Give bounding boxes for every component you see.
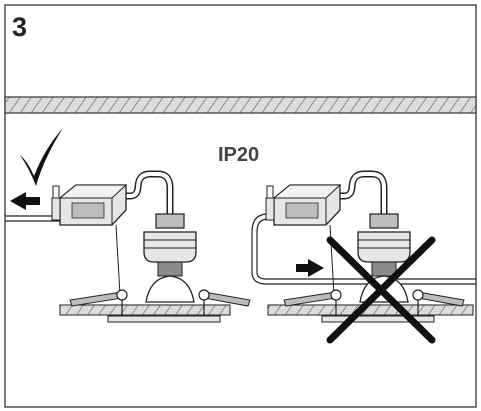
reflector-left	[145, 275, 195, 303]
step-number: 3	[12, 12, 28, 42]
checkmark-icon	[20, 128, 63, 186]
diagram-border	[4, 4, 477, 408]
incorrect-installation	[251, 170, 476, 323]
ceiling-slab	[4, 96, 477, 114]
spring-clip-left-a	[69, 291, 123, 307]
arrow-right-icon	[296, 259, 324, 277]
cross-icon	[326, 236, 436, 344]
arrow-left-icon	[10, 192, 40, 210]
spring-clip-right-a	[283, 291, 337, 307]
correct-installation	[5, 170, 251, 323]
spring-clip-left-b	[203, 291, 251, 307]
ceiling-board-right	[267, 304, 474, 316]
spring-clip-right-b	[417, 291, 465, 307]
ceiling-board-left	[59, 304, 231, 316]
ip-rating-label: IP20	[218, 144, 260, 166]
lamp-holder-left	[155, 213, 185, 229]
lamp-holder-right	[369, 213, 399, 229]
